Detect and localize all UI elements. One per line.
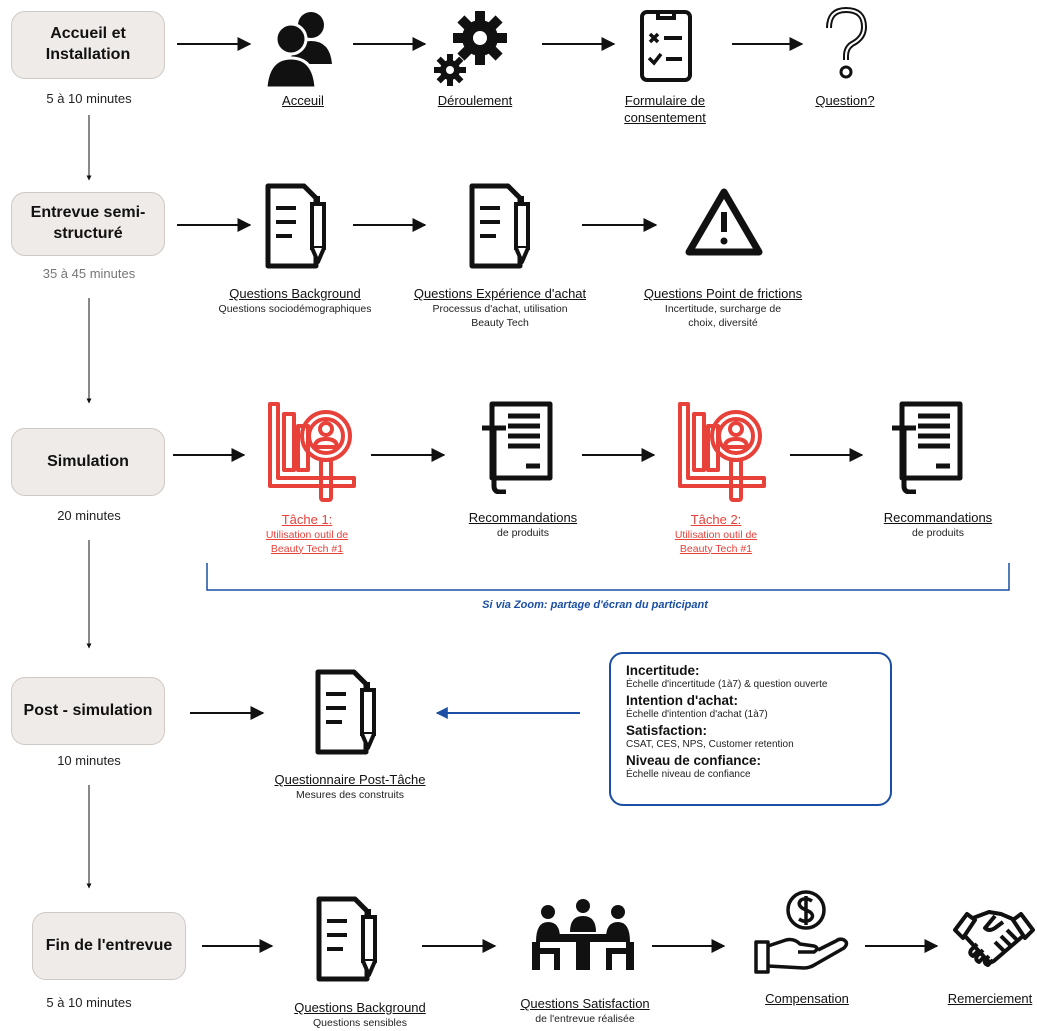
- scroll-icon: [482, 401, 553, 494]
- step-sub: de l'entrevue réalisée: [535, 1012, 635, 1025]
- step-label: Questions Point de frictions: [643, 286, 803, 301]
- step-recommandations-2: Recommandations de produits: [868, 510, 1008, 541]
- stage-simulation: Simulation: [11, 428, 165, 496]
- step-questions-background: Questions Background Questions sociodémo…: [200, 286, 390, 317]
- step-label: Formulaire de consentement: [624, 93, 706, 125]
- step-label: Questions Satisfaction: [520, 996, 650, 1011]
- stage-entrevue: Entrevue semi-structuré: [11, 192, 165, 256]
- step-acceuil: Acceuil: [248, 93, 358, 110]
- stage-label: Entrevue semi-structuré: [30, 204, 146, 242]
- user-search-icon: [678, 402, 766, 502]
- step-formulaire: Formulaire de consentement: [600, 93, 730, 127]
- step-questions-background-2: Questions Background Questions sensibles: [260, 1000, 460, 1031]
- step-label: Recommandations: [883, 510, 993, 525]
- step-sub: Utilisation outil de Beauty Tech #1: [674, 528, 758, 555]
- step-tache-1: Tâche 1: Utilisation outil de Beauty Tec…: [252, 512, 362, 556]
- step-label: Recommandations: [468, 510, 578, 525]
- step-sub: Utilisation outil de Beauty Tech #1: [265, 528, 349, 555]
- measure-desc: CSAT, CES, NPS, Customer retention: [626, 739, 794, 750]
- step-label: Questionnaire Post-Tâche: [274, 772, 426, 787]
- step-compensation: Compensation: [747, 991, 867, 1008]
- step-remerciement: Remerciement: [935, 991, 1037, 1008]
- step-questionnaire-post-tache: Questionnaire Post-Tâche Mesures des con…: [250, 772, 450, 803]
- stage-fin: Fin de l'entrevue: [32, 912, 186, 980]
- measure-desc: Échelle niveau de confiance: [626, 769, 751, 780]
- measure-desc: Échelle d'intention d'achat (1à7): [626, 709, 768, 720]
- step-sub: Mesures des construits: [296, 788, 404, 801]
- step-recommandations-1: Recommandations de produits: [453, 510, 593, 541]
- document-pen-icon: [469, 183, 530, 269]
- stage-duration: 5 à 10 minutes: [46, 91, 132, 106]
- users-icon: [264, 12, 332, 88]
- stage-duration: 10 minutes: [57, 753, 121, 768]
- step-sub: Questions sociodémographiques: [218, 302, 372, 315]
- step-sub: de produits: [497, 526, 549, 539]
- step-deroulement: Déroulement: [410, 93, 540, 110]
- user-search-icon: [268, 402, 356, 502]
- step-questions-satisfaction: Questions Satisfaction de l'entrevue réa…: [485, 996, 685, 1027]
- step-label: Tâche 2:: [690, 512, 742, 527]
- document-pen-icon: [316, 896, 377, 982]
- question-mark-icon: [826, 6, 868, 79]
- stage-label: Post - simulation: [23, 701, 153, 719]
- warning-icon: [685, 188, 763, 256]
- document-pen-icon: [265, 183, 326, 269]
- stage-accueil: Accueil et Installation: [11, 11, 165, 79]
- handshake-icon: [953, 910, 1035, 967]
- step-label: Déroulement: [437, 93, 513, 108]
- step-label: Remerciement: [947, 991, 1033, 1006]
- measure-title: Satisfaction:: [626, 723, 708, 738]
- step-questions-experience: Questions Expérience d'achat Processus d…: [400, 286, 600, 330]
- step-sub: Questions sensibles: [313, 1016, 407, 1029]
- measure-desc: Échelle d'incertitude (1à7) & question o…: [626, 679, 828, 690]
- step-questions-frictions: Questions Point de frictions Incertitude…: [628, 286, 818, 330]
- stage-label: Fin de l'entrevue: [45, 936, 173, 954]
- step-label: Acceuil: [282, 93, 324, 108]
- step-sub: Incertitude, surcharge de choix, diversi…: [664, 302, 782, 329]
- zoom-note: Si via Zoom: partage d'écran du particip…: [482, 599, 708, 611]
- step-tache-2: Tâche 2: Utilisation outil de Beauty Tec…: [661, 512, 771, 556]
- document-pen-icon: [315, 669, 376, 755]
- stage-duration: 20 minutes: [57, 508, 121, 523]
- step-sub: de produits: [912, 526, 964, 539]
- money-hand-icon: [754, 890, 849, 974]
- step-question: Question?: [795, 93, 895, 110]
- step-sub: Processus d'achat, utilisation Beauty Te…: [432, 302, 568, 329]
- meeting-icon: [532, 899, 634, 970]
- stage-label: Simulation: [47, 452, 129, 470]
- step-label: Questions Background: [229, 286, 361, 301]
- measures-box: Incertitude: Échelle d'incertitude (1à7)…: [609, 652, 892, 806]
- step-label: Questions Background: [294, 1000, 426, 1015]
- gears-icon: [434, 11, 507, 86]
- measure-title: Niveau de confiance:: [626, 753, 762, 768]
- measure-title: Intention d'achat:: [626, 693, 738, 708]
- step-label: Tâche 1:: [281, 512, 333, 527]
- step-label: Questions Expérience d'achat: [413, 286, 587, 301]
- stage-post-simulation: Post - simulation: [11, 677, 165, 745]
- scroll-icon: [892, 401, 963, 494]
- stage-duration: 5 à 10 minutes: [46, 995, 132, 1010]
- stage-label: Accueil et Installation: [45, 25, 131, 63]
- checklist-icon: [640, 10, 692, 82]
- stage-duration: 35 à 45 minutes: [42, 266, 136, 281]
- measure-title: Incertitude:: [626, 663, 700, 678]
- zoom-bracket: [206, 563, 1010, 591]
- step-label: Question?: [815, 93, 875, 108]
- step-label: Compensation: [765, 991, 849, 1006]
